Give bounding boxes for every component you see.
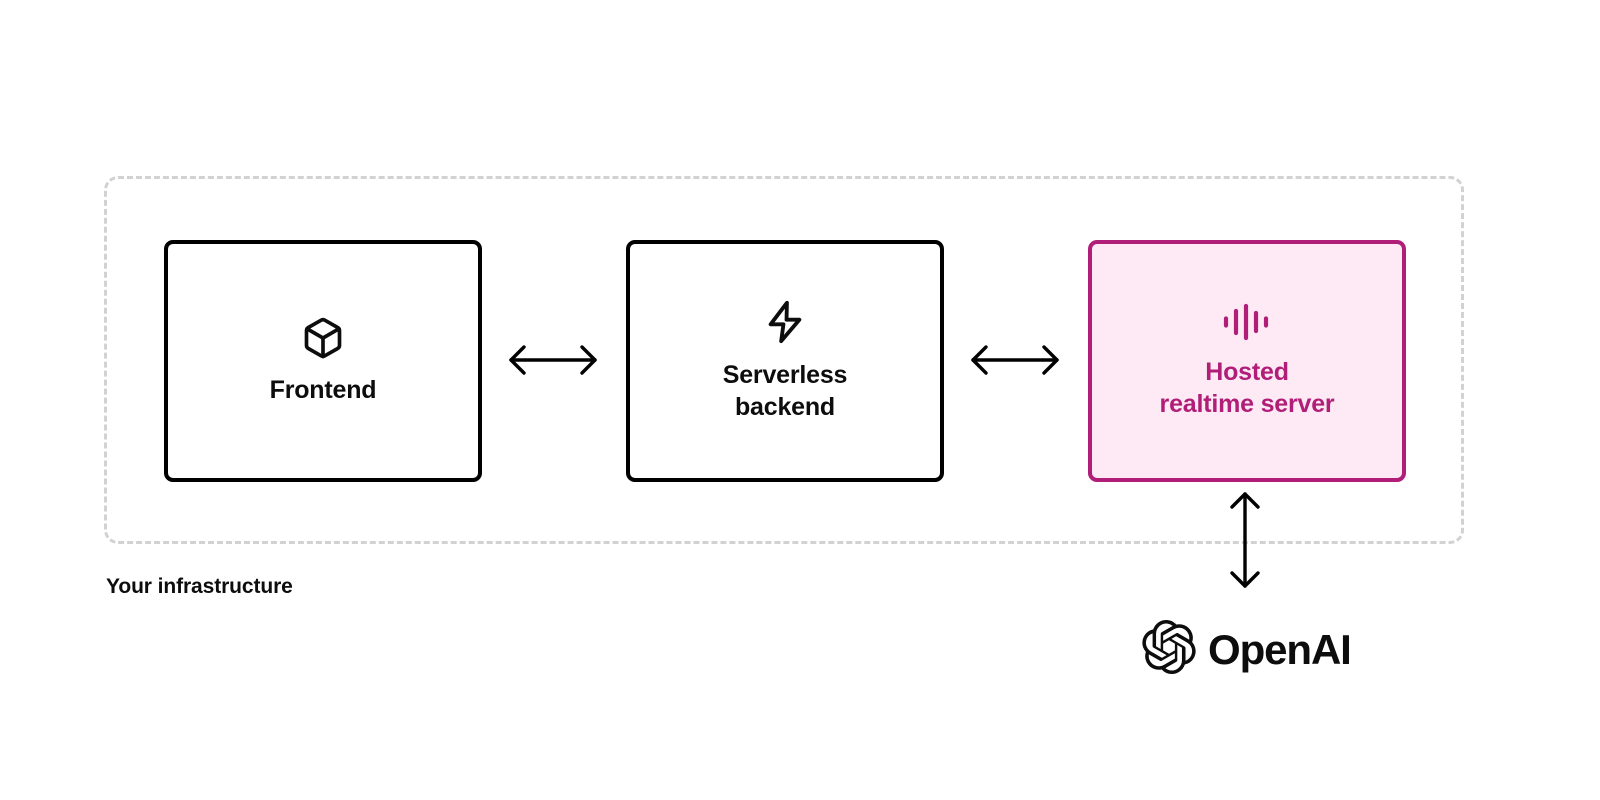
node-frontend-label: Frontend [269, 376, 377, 404]
lightning-bolt-icon [762, 299, 808, 345]
openai-wordmark: OpenAI [1208, 625, 1352, 673]
node-serverless-backend[interactable]: Serverless backend [626, 240, 944, 482]
cube-icon [301, 316, 345, 360]
node-hosted-realtime-server-label: Hosted realtime server [1159, 358, 1335, 418]
connector-frontend-backend [505, 332, 601, 388]
connector-hosted-openai [1217, 488, 1273, 592]
node-hosted-realtime-server[interactable]: Hosted realtime server [1088, 240, 1406, 482]
connector-backend-hosted [967, 332, 1063, 388]
infrastructure-boundary-label: Your infrastructure [106, 575, 293, 598]
openai-lockup: OpenAI [1142, 620, 1352, 679]
openai-blossom-logo [1142, 620, 1196, 679]
audio-waveform-icon [1221, 302, 1273, 342]
infrastructure-boundary [104, 176, 1464, 544]
node-frontend[interactable]: Frontend [164, 240, 482, 482]
node-serverless-backend-label: Serverless backend [722, 361, 848, 421]
